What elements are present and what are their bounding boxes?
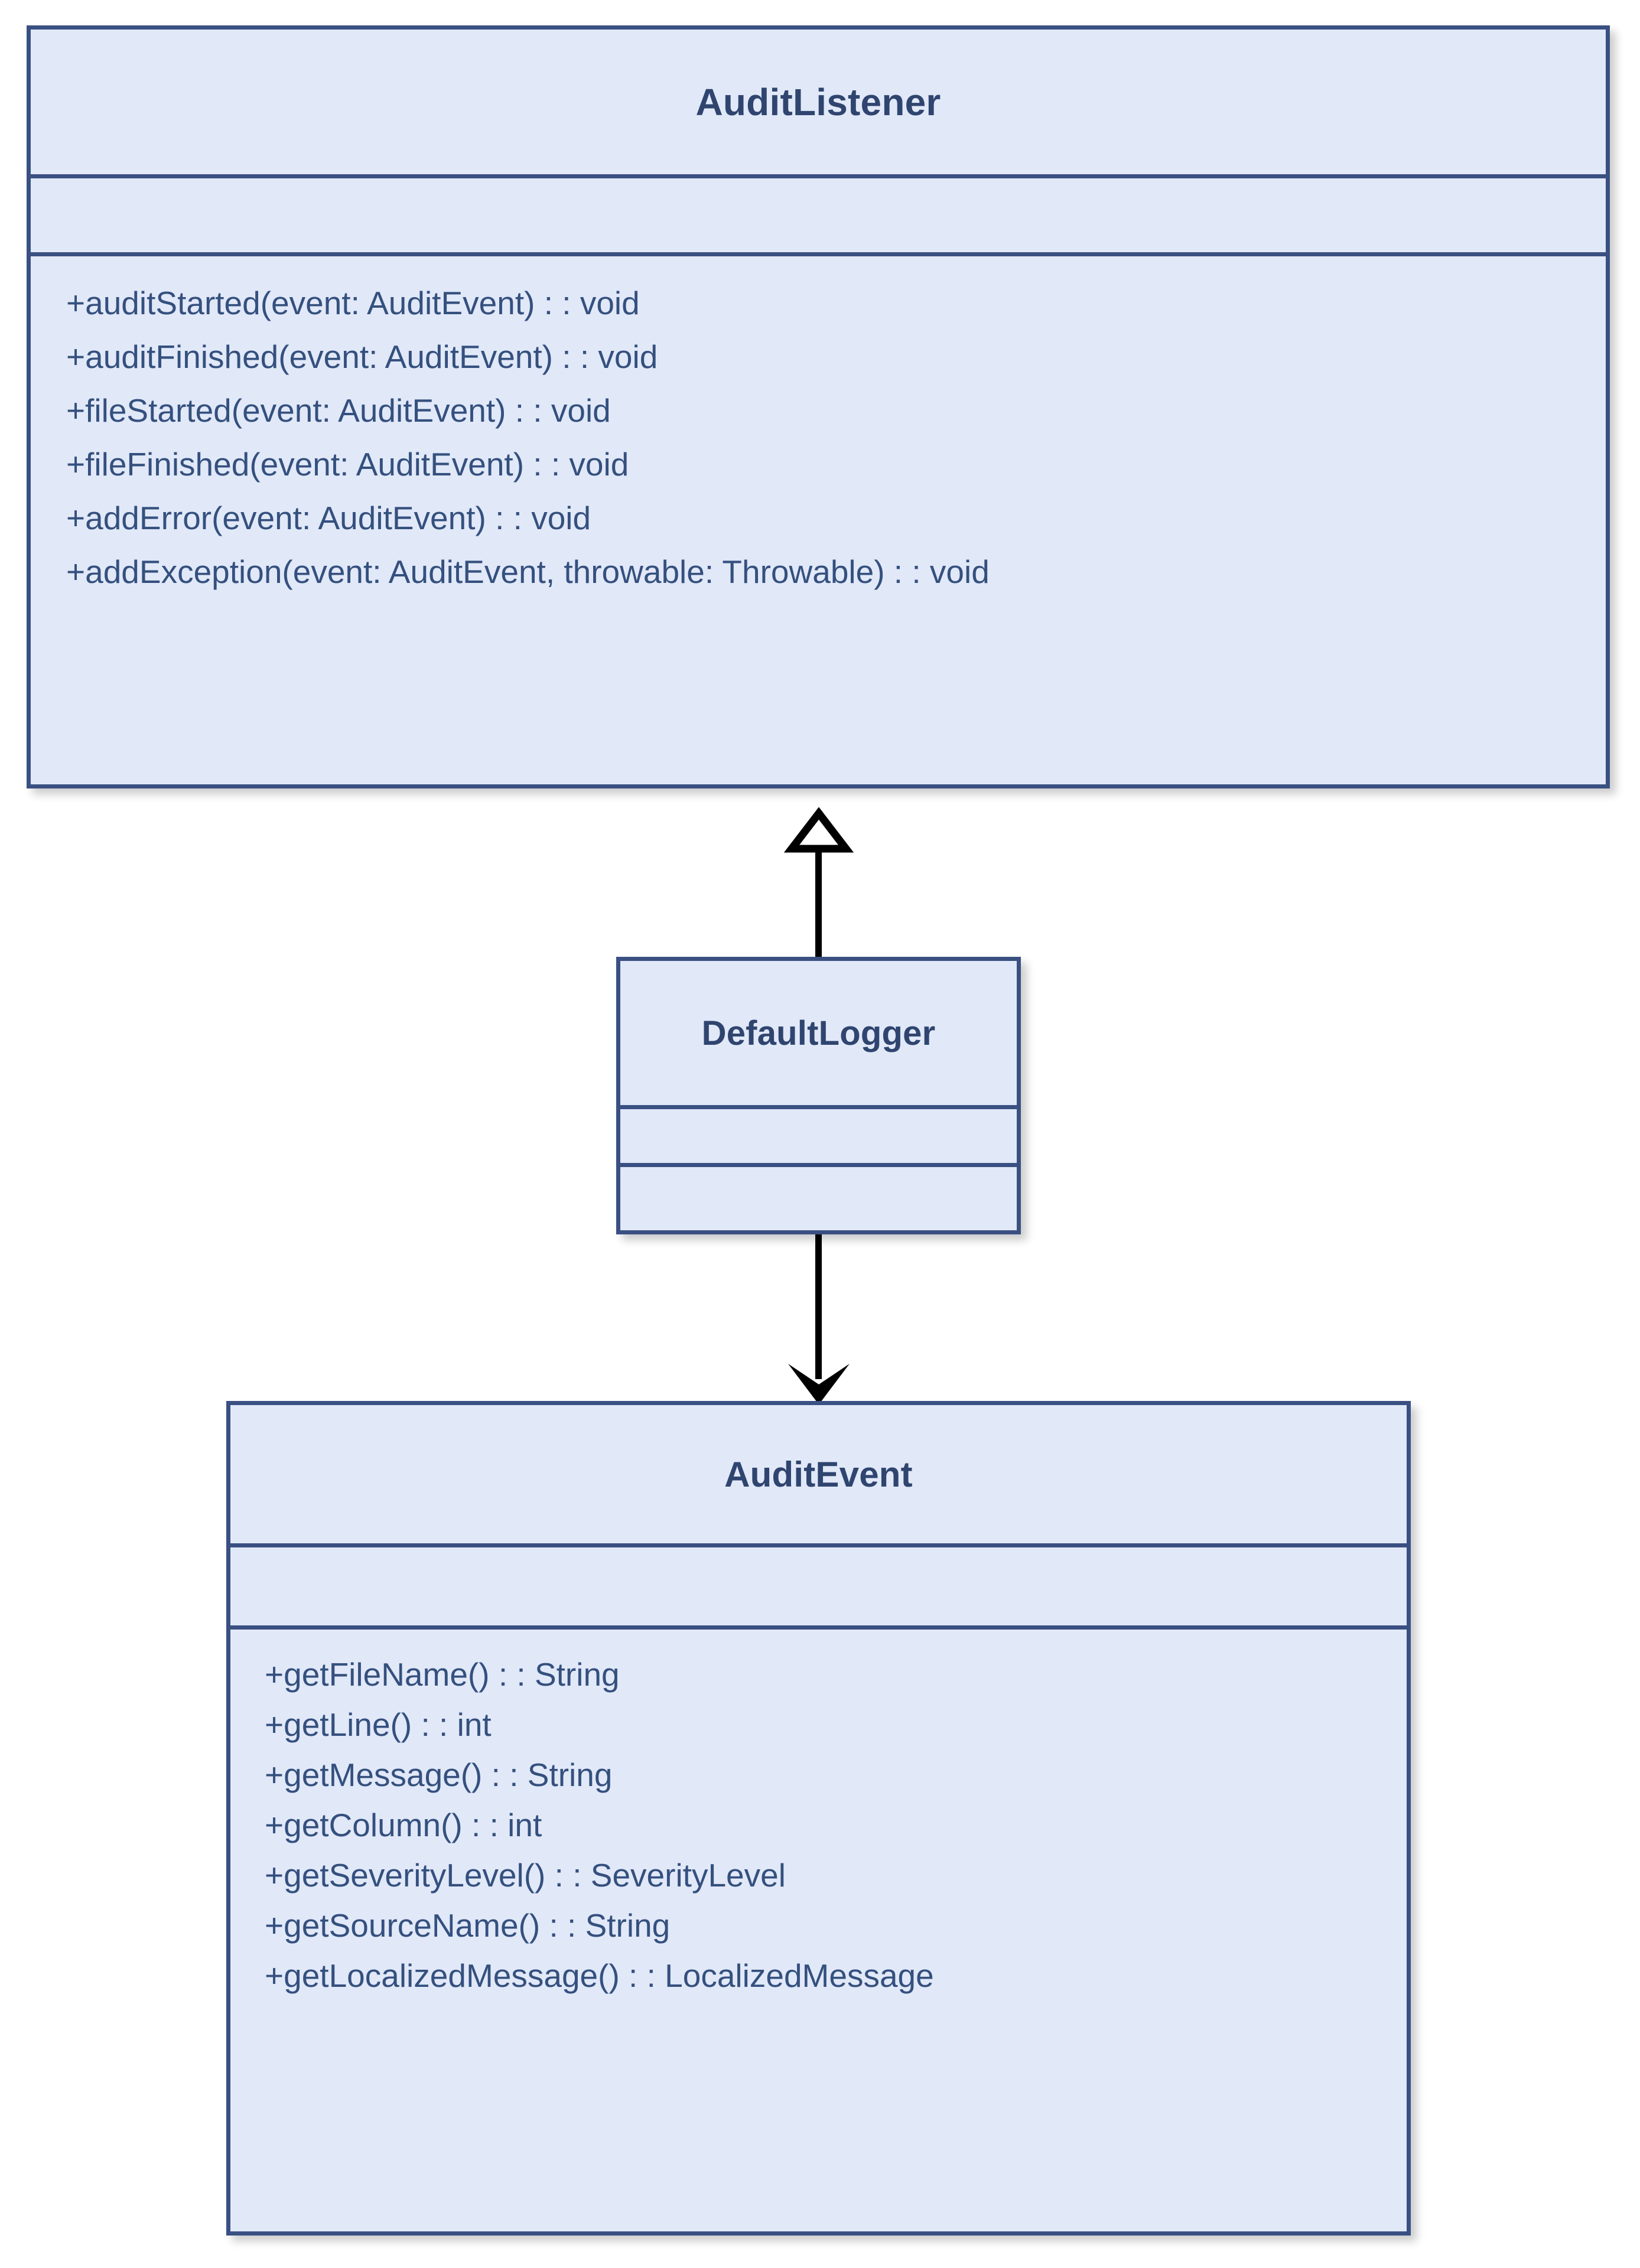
class-method: +getLocalizedMessage() : : LocalizedMess… — [265, 1957, 934, 1994]
class-attributes-compartment-audit-event — [230, 1547, 1407, 1630]
class-method: +auditStarted(event: AuditEvent) : : voi… — [66, 285, 640, 321]
uml-class-audit-event[interactable]: AuditEvent +getFileName() : : String +ge… — [226, 1401, 1411, 2236]
class-attributes-compartment-audit-listener — [31, 178, 1606, 256]
class-attributes-compartment-default-logger — [620, 1109, 1017, 1167]
class-methods-compartment-audit-event: +getFileName() : : String +getLine() : :… — [230, 1630, 1407, 2231]
association-connector-line — [815, 1234, 822, 1379]
class-method: +fileStarted(event: AuditEvent) : : void — [66, 392, 611, 429]
class-method: +addError(event: AuditEvent) : : void — [66, 500, 591, 536]
class-name-audit-listener: AuditListener — [695, 80, 941, 123]
class-method: +fileFinished(event: AuditEvent) : : voi… — [66, 446, 629, 483]
hollow-triangle-arrowhead-icon — [783, 807, 854, 853]
class-method: +auditFinished(event: AuditEvent) : : vo… — [66, 338, 658, 375]
class-methods-compartment-audit-listener: +auditStarted(event: AuditEvent) : : voi… — [31, 256, 1606, 784]
class-name-default-logger: DefaultLogger — [701, 1014, 936, 1052]
class-method: +getMessage() : : String — [265, 1757, 613, 1793]
class-name-audit-event: AuditEvent — [724, 1454, 913, 1494]
uml-class-audit-listener[interactable]: AuditListener +auditStarted(event: Audit… — [27, 25, 1610, 788]
class-title-compartment-audit-event: AuditEvent — [230, 1405, 1407, 1547]
class-title-compartment-default-logger: DefaultLogger — [620, 961, 1017, 1109]
class-method: +getColumn() : : int — [265, 1807, 542, 1843]
class-title-compartment-audit-listener: AuditListener — [31, 30, 1606, 178]
class-method: +addException(event: AuditEvent, throwab… — [66, 553, 990, 590]
uml-class-default-logger[interactable]: DefaultLogger — [616, 957, 1021, 1234]
generalization-connector-line — [815, 842, 822, 960]
solid-arrowhead-icon — [788, 1364, 850, 1405]
class-method: +getFileName() : : String — [265, 1656, 620, 1693]
class-method: +getSourceName() : : String — [265, 1907, 671, 1944]
class-methods-compartment-default-logger — [620, 1167, 1017, 1226]
class-method: +getLine() : : int — [265, 1706, 492, 1743]
class-method: +getSeverityLevel() : : SeverityLevel — [265, 1857, 786, 1894]
